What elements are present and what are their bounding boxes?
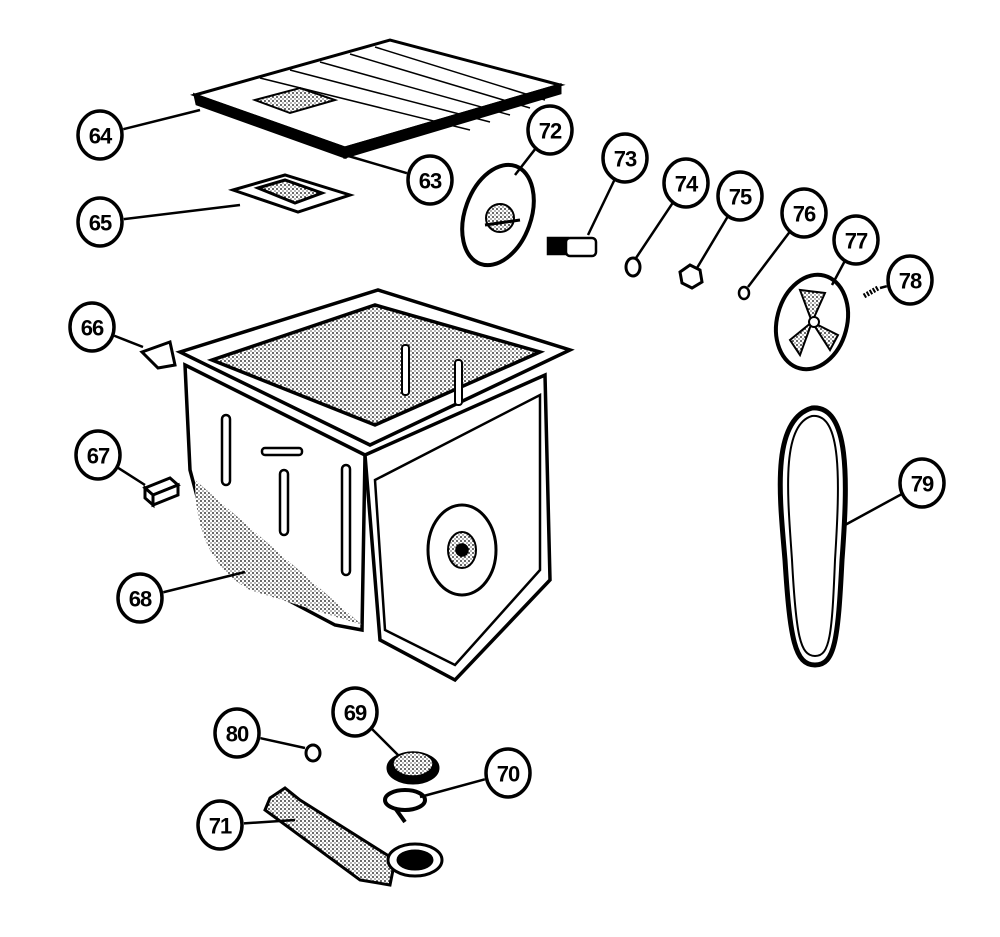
callout-number: 74: [675, 172, 699, 197]
callout-64: 64: [76, 108, 201, 161]
callout-circle: [601, 132, 649, 184]
callout-circle: [484, 747, 532, 799]
callout-70: 70: [419, 747, 532, 799]
callout-number: 66: [81, 316, 104, 341]
callout-number: 68: [129, 587, 152, 612]
nut-part: [678, 263, 704, 290]
callout-number: 73: [614, 147, 637, 172]
callout-66: 66: [68, 301, 144, 353]
shaft-part: [546, 236, 598, 258]
callout-circle: [716, 170, 764, 222]
callout-74: 74: [634, 157, 710, 259]
callout-circle: [526, 104, 574, 156]
callout-circle: [74, 429, 122, 481]
callout-number: 79: [911, 472, 934, 497]
leader-line: [162, 570, 246, 594]
belt-part: [777, 405, 848, 668]
callout-77: 77: [830, 214, 880, 286]
callout-circle: [76, 109, 124, 161]
small-washer-part: [737, 285, 751, 301]
callout-72: 72: [514, 104, 574, 176]
callout-number: 63: [419, 169, 442, 194]
leader-line: [634, 202, 674, 259]
callout-circle: [832, 214, 880, 266]
leader-line: [122, 108, 201, 131]
callout-circle: [886, 254, 934, 306]
callout-circle: [780, 187, 828, 239]
leader-line: [260, 736, 306, 750]
leader-line: [586, 179, 616, 236]
callout-65: 65: [76, 196, 241, 248]
drain-hose-part: [263, 786, 444, 887]
callout-number: 69: [344, 701, 367, 726]
callout-number: 65: [89, 211, 112, 236]
leader-line: [747, 231, 791, 288]
leader-line: [371, 728, 399, 756]
callouts: 64 63 65 72 73 74 75 76 77 78 66 67 68 79 80 69 70 71: [68, 104, 946, 851]
leader-line: [117, 466, 146, 487]
callout-69: 69: [331, 686, 399, 756]
callout-76: 76: [747, 187, 828, 288]
clip-part: [139, 340, 177, 370]
callout-number: 80: [226, 722, 249, 747]
callout-67: 67: [74, 429, 146, 487]
callout-circle: [196, 799, 244, 851]
leader-line: [879, 284, 888, 290]
callout-number: 78: [899, 269, 922, 294]
callout-circle: [213, 707, 261, 759]
leader-line: [419, 778, 486, 799]
callout-number: 72: [539, 119, 562, 144]
callout-number: 71: [209, 814, 232, 839]
callout-75: 75: [695, 170, 764, 269]
callout-number: 67: [87, 444, 110, 469]
callout-circle: [68, 301, 116, 353]
callout-circle: [331, 686, 379, 738]
leader-line: [695, 215, 729, 269]
filter-part: [386, 751, 440, 785]
callout-73: 73: [586, 132, 649, 236]
callout-number: 70: [497, 762, 520, 787]
callout-80: 80: [213, 707, 306, 759]
seal-disc-part: [460, 162, 536, 268]
callout-71: 71: [196, 799, 296, 851]
lid-part: [190, 38, 566, 160]
callout-63: 63: [344, 153, 454, 206]
leader-line: [844, 493, 902, 527]
callout-number: 76: [793, 202, 816, 227]
callout-number: 75: [729, 185, 752, 210]
callout-circle: [662, 157, 710, 209]
callout-circle: [116, 572, 164, 624]
tub-part: [175, 288, 575, 683]
leader-line: [243, 818, 296, 825]
callout-circle: [898, 457, 946, 509]
hose-clip-part: [304, 743, 322, 763]
leader-line: [113, 334, 144, 349]
leader-line: [830, 260, 846, 286]
leader-line: [123, 203, 241, 221]
washer-part: [624, 256, 642, 278]
lid-plate-part: [227, 173, 355, 214]
callout-78: 78: [879, 254, 934, 306]
callout-circle: [406, 154, 454, 206]
leader-line: [514, 148, 537, 176]
pulley-part: [773, 272, 851, 372]
callout-68: 68: [116, 570, 246, 624]
callout-79: 79: [844, 457, 946, 527]
leader-line: [344, 153, 408, 175]
callout-number: 77: [845, 229, 868, 254]
callout-number: 64: [89, 124, 113, 149]
block-part: [142, 476, 181, 509]
clamp-part: [383, 788, 427, 824]
screw-part: [862, 285, 880, 299]
callout-circle: [76, 196, 124, 248]
